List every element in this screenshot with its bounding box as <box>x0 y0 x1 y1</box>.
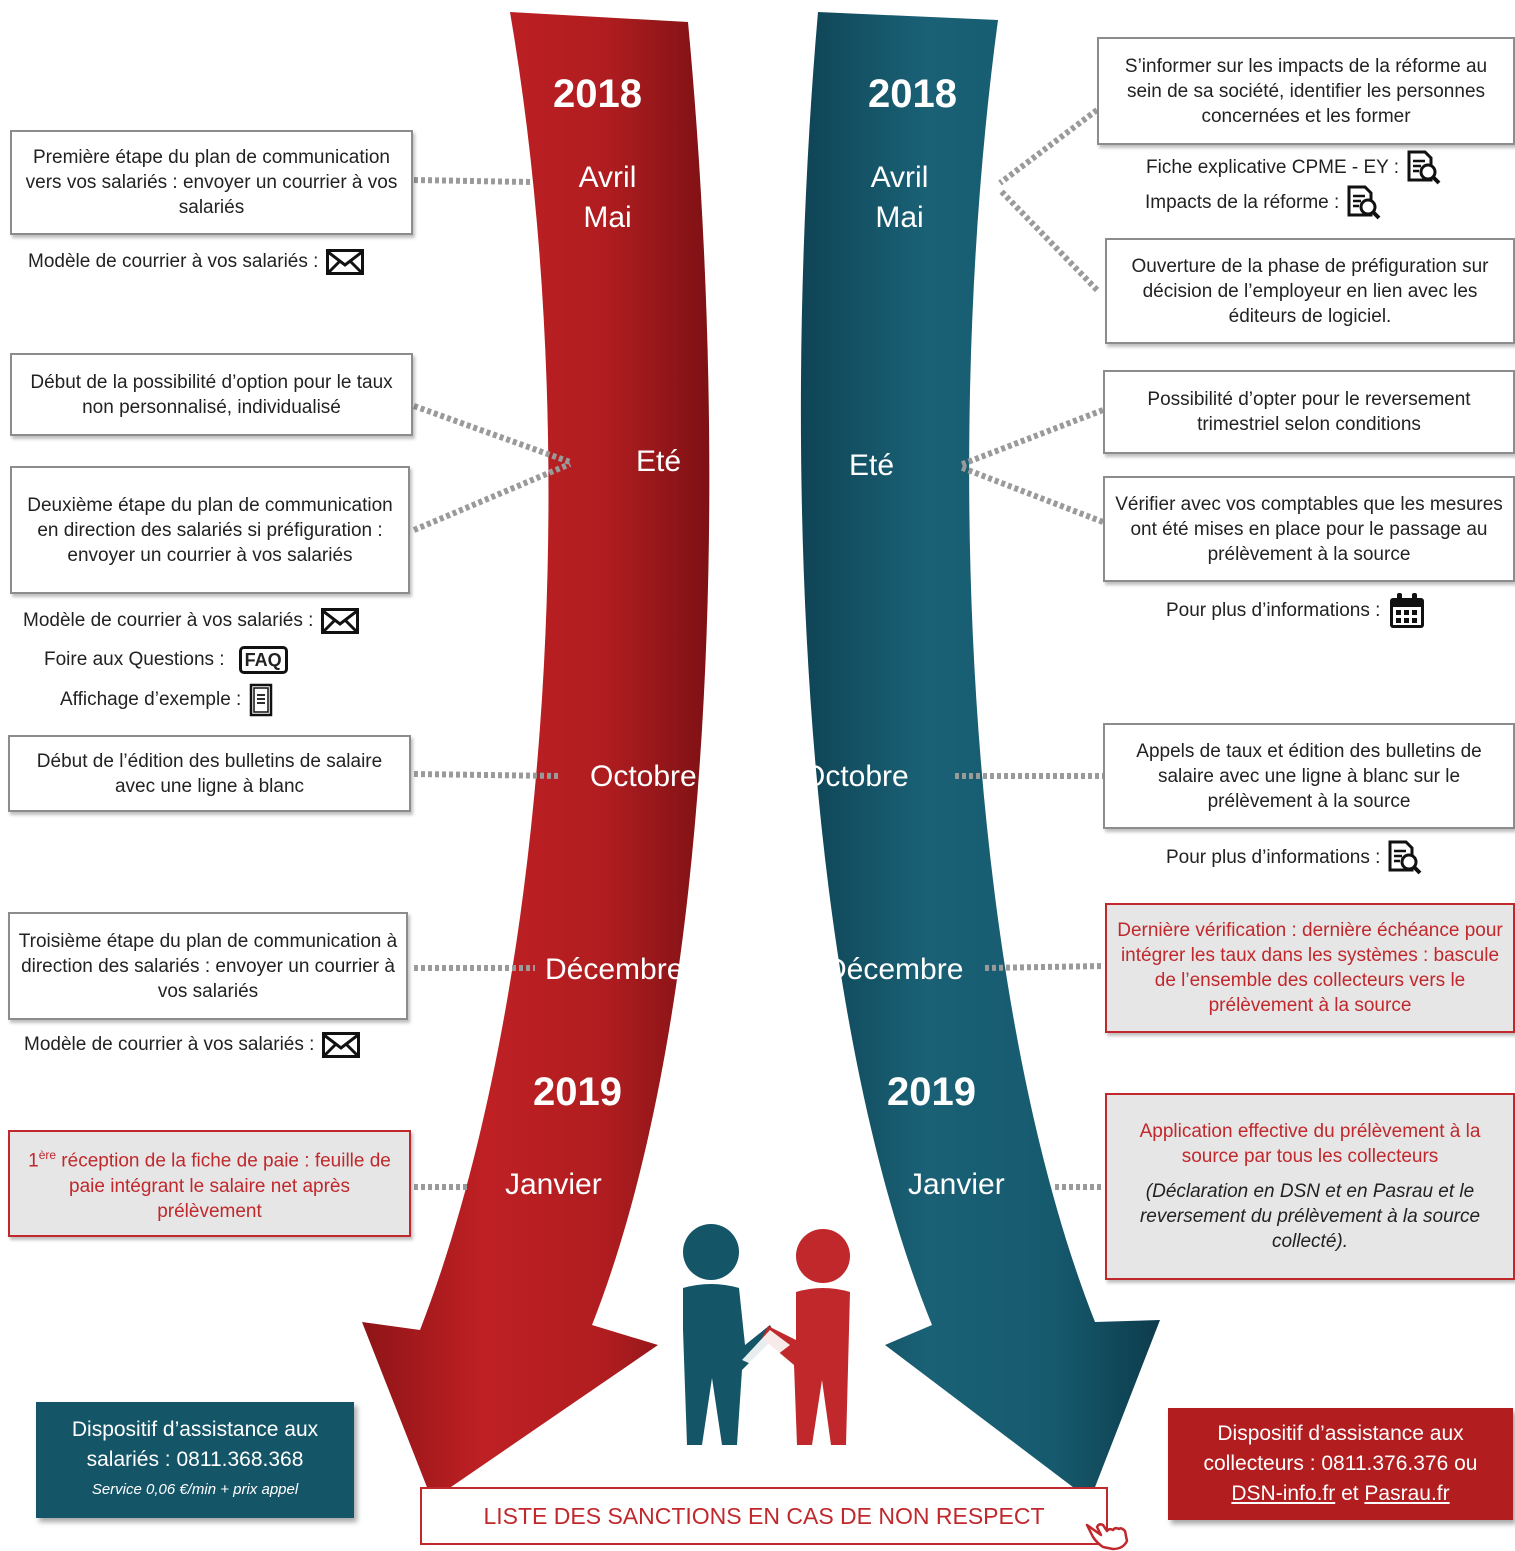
right-resource-infos-2[interactable]: Pour plus d’informations : <box>1166 840 1422 876</box>
box-text: Dernière vérification : dernière échéanc… <box>1117 920 1503 1016</box>
envelope-icon[interactable] <box>322 1032 361 1058</box>
assist-line: collecteurs : 0811.376.376 ou <box>1203 1452 1478 1475</box>
right-month-decembre: Décembre <box>825 953 964 986</box>
box-text: Ouverture de la phase de préfiguration s… <box>1131 255 1489 327</box>
left-box-etape2: Deuxième étape du plan de communication … <box>10 466 410 594</box>
left-box-bulletins: Début de l’édition des bulletins de sala… <box>8 735 411 812</box>
right-resource-impacts[interactable]: Impacts de la réforme : <box>1145 185 1381 221</box>
pasrau-link[interactable]: Pasrau.fr <box>1364 1482 1450 1505</box>
right-resource-fiche-cpme[interactable]: Fiche explicative CPME - EY : <box>1146 150 1441 186</box>
faq-icon[interactable]: FAQ <box>238 646 288 674</box>
assist-salaries: Dispositif d’assistance aux salariés : 0… <box>36 1402 354 1518</box>
right-year-2018: 2018 <box>868 72 957 116</box>
right-month-avril-mai: Avril Mai <box>852 158 947 238</box>
left-box-etape1: Première étape du plan de communication … <box>10 130 413 235</box>
highlight-text: réception de la fiche de paie : feuille … <box>56 1150 391 1222</box>
box-text: Début de l’édition des bulletins de sala… <box>36 750 383 797</box>
resource-label: Modèle de courrier à vos salariés : <box>28 251 319 272</box>
left-month-ete: Eté <box>636 445 682 478</box>
right-month-octobre: Octobre <box>802 760 909 793</box>
box-note: (Déclaration en DSN et en Pasrau et le r… <box>1139 1181 1481 1252</box>
sanctions-button[interactable]: LISTE DES SANCTIONS EN CAS DE NON RESPEC… <box>420 1487 1108 1545</box>
month-label: Mai <box>583 201 632 234</box>
ordinal-suffix: ère <box>38 1148 57 1163</box>
left-resource-courrier-1[interactable]: Modèle de courrier à vos salariés : <box>28 249 365 275</box>
left-resource-affichage[interactable]: Affichage d’exemple : <box>60 683 273 717</box>
left-red-arrow <box>362 12 710 1500</box>
box-text: S’informer sur les impacts de la réforme… <box>1124 55 1488 127</box>
right-resource-infos-1[interactable]: Pour plus d’informations : <box>1166 592 1426 630</box>
right-box-derniere-verification: Dernière vérification : dernière échéanc… <box>1105 903 1515 1033</box>
resource-label: Fiche explicative CPME - EY : <box>1146 157 1400 178</box>
ordinal-number: 1 <box>28 1150 39 1172</box>
resource-label: Impacts de la réforme : <box>1145 192 1340 213</box>
right-box-application-effective: Application effective du prélèvement à l… <box>1105 1093 1515 1280</box>
box-text: Début de la possibilité d’option pour le… <box>30 371 393 418</box>
assist-joiner: et <box>1335 1482 1365 1505</box>
box-text: Vérifier avec vos comptables que les mes… <box>1115 493 1503 565</box>
assist-collecteurs: Dispositif d’assistance aux collecteurs … <box>1168 1408 1513 1520</box>
left-year-2018: 2018 <box>553 72 642 116</box>
resource-label: Affichage d’exemple : <box>60 689 242 710</box>
dsn-info-link[interactable]: DSN-info.fr <box>1231 1482 1336 1505</box>
left-month-avril-mai: Avril Mai <box>560 158 655 238</box>
assist-line: salariés : 0811.368.368 <box>86 1448 304 1471</box>
envelope-icon[interactable] <box>321 608 360 634</box>
resource-label: Modèle de courrier à vos salariés : <box>23 610 314 631</box>
left-resource-faq[interactable]: Foire aux Questions : FAQ <box>44 646 288 674</box>
right-box-reversement: Possibilité d’opter pour le reversement … <box>1103 370 1515 454</box>
box-text: Appels de taux et édition des bulletins … <box>1136 740 1482 812</box>
box-text: Deuxième étape du plan de communication … <box>27 494 393 566</box>
left-box-etape3: Troisième étape du plan de communication… <box>8 912 408 1020</box>
resource-label: Modèle de courrier à vos salariés : <box>24 1034 315 1055</box>
box-text: Troisième étape du plan de communication… <box>18 930 398 1002</box>
document-search-icon[interactable] <box>1347 185 1381 221</box>
document-search-icon[interactable] <box>1388 840 1422 876</box>
sanctions-label: LISTE DES SANCTIONS EN CAS DE NON RESPEC… <box>483 1502 1045 1529</box>
box-text: Première étape du plan de communication … <box>25 147 398 218</box>
month-label: Avril <box>578 161 637 194</box>
left-box-premiere-reception: 1ère réception de la fiche de paie : feu… <box>8 1130 411 1237</box>
right-connectors <box>955 107 1105 1190</box>
resource-label: Pour plus d’informations : <box>1166 847 1381 868</box>
assist-links: DSN-info.fr et Pasrau.fr <box>1168 1479 1513 1509</box>
month-label: Avril <box>870 161 929 194</box>
left-resource-courrier-2[interactable]: Modèle de courrier à vos salariés : <box>23 608 360 634</box>
box-text: 1ère réception de la fiche de paie : feu… <box>18 1143 401 1223</box>
right-month-ete: Eté <box>849 449 895 482</box>
resource-label: Pour plus d’informations : <box>1166 600 1381 621</box>
left-month-decembre: Décembre <box>545 953 684 986</box>
month-label: Mai <box>875 201 924 234</box>
right-box-s-informer: S’informer sur les impacts de la réforme… <box>1097 37 1515 145</box>
assist-line: Dispositif d’assistance aux <box>71 1418 319 1441</box>
box-text: Application effective du prélèvement à l… <box>1139 1121 1481 1167</box>
box-text: Possibilité d’opter pour le reversement … <box>1147 389 1471 435</box>
left-box-option-taux: Début de la possibilité d’option pour le… <box>10 353 413 436</box>
left-resource-courrier-3[interactable]: Modèle de courrier à vos salariés : <box>24 1032 361 1058</box>
pointing-hand-icon[interactable] <box>1083 1515 1131 1551</box>
left-month-octobre: Octobre <box>590 760 697 793</box>
right-box-prefiguration: Ouverture de la phase de préfiguration s… <box>1105 238 1515 344</box>
left-month-janvier: Janvier <box>505 1168 602 1201</box>
document-icon[interactable] <box>249 683 273 717</box>
right-month-janvier: Janvier <box>908 1168 1005 1201</box>
assist-line: Dispositif d’assistance aux <box>1217 1422 1464 1445</box>
left-year-2019: 2019 <box>533 1070 622 1114</box>
resource-label: Foire aux Questions : <box>44 649 225 670</box>
right-box-appels-taux: Appels de taux et édition des bulletins … <box>1103 723 1515 829</box>
handshake-icon <box>683 1224 850 1445</box>
right-year-2019: 2019 <box>887 1070 976 1114</box>
assist-note: Service 0,06 €/min + prix appel <box>91 1481 299 1498</box>
right-box-verifier: Vérifier avec vos comptables que les mes… <box>1103 476 1515 582</box>
envelope-icon[interactable] <box>326 249 365 275</box>
calendar-icon[interactable] <box>1388 592 1426 630</box>
document-search-icon[interactable] <box>1407 150 1441 186</box>
right-teal-arrow <box>800 12 1160 1500</box>
left-connectors <box>412 177 572 1190</box>
